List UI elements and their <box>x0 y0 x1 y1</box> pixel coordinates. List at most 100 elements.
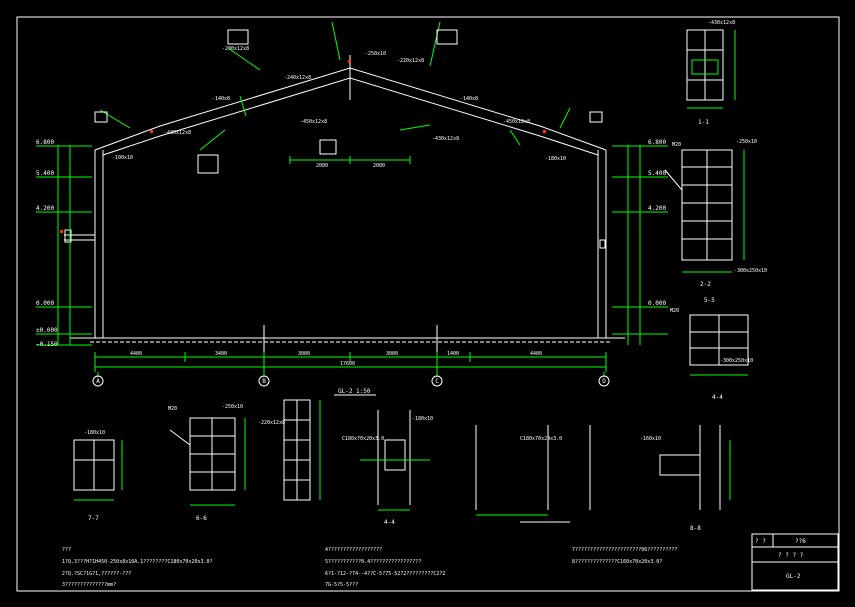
dim-label: 3000 <box>386 351 398 357</box>
section-label: 8-8 <box>690 525 701 532</box>
overall-dim-label: 17600 <box>340 361 355 367</box>
steel-label: M20 <box>672 142 681 148</box>
detail-callouts <box>94 29 603 174</box>
horizontal-dimensions <box>94 156 607 377</box>
bottom-section-labels: 4-4 8-8 <box>384 519 701 532</box>
note-line: 2?Q.?SC?1G?1,??????-??? <box>62 571 131 577</box>
title-block-label: ? ? <box>755 538 766 545</box>
portal-frame <box>64 55 625 355</box>
elevation-label: 5.400 <box>36 170 54 177</box>
frame-annotations: -430x12x8 -430x12x8 -250x10 -200x12x8 -2… <box>112 46 566 162</box>
bottom-dimension-text: 4400 3400 3000 3000 1400 4400 17600 2000… <box>130 163 542 367</box>
elevation-label: 0.000 <box>36 300 54 307</box>
notes-block: ??? 1?Q.3???H?1H450-250x8x10A.1????????C… <box>62 547 677 588</box>
steel-label: -250x10 <box>222 404 243 410</box>
detail-5-5: M20 -300x250x10 4-4 5-5 <box>670 297 753 401</box>
axis-bubbles <box>92 375 610 387</box>
section-label: 2-2 <box>700 281 711 288</box>
note-line: 6?1-?12-?74--4??C-5?75-52?2?????????C2?2 <box>325 571 445 577</box>
axis-label: A <box>96 378 100 385</box>
note-line: 1?Q.3???H?1H450-250x8x10A.1????????C180x… <box>62 559 213 565</box>
elevation-label: 0.000 <box>648 300 666 307</box>
detail-7-7: -180x10 7-7 <box>73 430 123 522</box>
elevations-left: 6.800 5.400 4.200 0.000 ±0.000 -0.150 <box>36 139 58 348</box>
axis-bubble <box>92 375 104 387</box>
steel-label: C180x70x20x3.0 <box>520 436 562 442</box>
note-line: 4?????????????????? <box>325 547 382 553</box>
leader-lines <box>99 21 571 151</box>
elevation-label: 5.400 <box>648 170 666 177</box>
dim-label: 4400 <box>530 351 542 357</box>
steel-label: M20 <box>670 308 679 314</box>
dim-label: 2000 <box>373 163 385 169</box>
elevation-label: 6.800 <box>648 139 666 146</box>
steel-label: -220x12x8 <box>397 58 424 64</box>
steel-label: -180x10 <box>84 430 105 436</box>
steel-label: -430x12x8 <box>708 20 735 26</box>
steel-label: -450x12x8 <box>300 119 327 125</box>
steel-label: -250x10 <box>736 139 757 145</box>
dim-label: 2000 <box>316 163 328 169</box>
steel-label: -140x8 <box>212 96 230 102</box>
detail-2-2: M20 -250x10 -300x250x10 2-2 <box>664 139 767 288</box>
section-label: 1-1 <box>698 119 709 126</box>
detail-6-6: M20 -250x10 6-6 <box>168 404 246 522</box>
elevation-label: 4.200 <box>648 205 666 212</box>
steel-label: -200x12x8 <box>222 46 249 52</box>
title-block-label: ? ? ? ? <box>778 552 804 559</box>
section-label: 6-6 <box>196 515 207 522</box>
section-label: 5-5 <box>704 297 715 304</box>
steel-label: -220x12x8 <box>258 420 285 426</box>
steel-label: -140x8 <box>460 96 478 102</box>
note-line: ??? <box>62 547 71 553</box>
elevation-label: ±0.000 <box>36 327 58 334</box>
title-block <box>751 533 839 591</box>
axis-bubble <box>598 375 610 387</box>
detail-b-b: C180x70x20x3.0 -160x10 <box>475 425 731 523</box>
title-block-text: ? ? ??6 ? ? ? ? GL-2 <box>755 538 806 580</box>
steel-label: -180x10 <box>545 156 566 162</box>
section-label: 7-7 <box>88 515 99 522</box>
steel-label: C180x70x20x3.0 <box>342 436 384 442</box>
dim-label: 3400 <box>215 351 227 357</box>
note-line: 5???????????0.4????????????????? <box>325 559 421 565</box>
axis-bubble <box>431 375 443 387</box>
steel-label: -100x10 <box>112 155 133 161</box>
steel-label: -430x12x8 <box>432 136 459 142</box>
section-label: 4-4 <box>712 394 723 401</box>
main-drawing-title: GL-2 1:50 <box>338 388 371 395</box>
axis-letters: A B C D <box>96 378 606 385</box>
steel-label: -300x250x10 <box>720 358 753 364</box>
steel-label: -450x12x8 <box>503 119 530 125</box>
accent-marks <box>60 60 546 233</box>
steel-label: -430x12x8 <box>164 130 191 136</box>
dim-label: 3000 <box>298 351 310 357</box>
elevation-label: -0.150 <box>36 341 58 348</box>
note-line: 7G-5?5-5??? <box>325 582 358 588</box>
section-label: 4-4 <box>384 519 395 526</box>
steel-label: -180x10 <box>412 416 433 422</box>
axis-label: B <box>262 378 266 385</box>
elevation-label: 6.800 <box>36 139 54 146</box>
dim-label: 1400 <box>447 351 459 357</box>
detail-1-1: -430x12x8 1-1 <box>686 20 736 126</box>
title-block-label: ??6 <box>795 538 806 545</box>
steel-label: -250x10 <box>365 51 386 57</box>
elevations-right: 6.800 5.400 4.200 0.000 <box>648 139 666 307</box>
note-line: 8??????????????C160x70x20x3.0? <box>572 559 662 565</box>
detail-9-9: -220x12x8 <box>258 399 321 501</box>
steel-label: -300x250x10 <box>734 268 767 274</box>
detail-a-a: -180x10 C180x70x20x3.0 <box>342 410 433 511</box>
note-line: 3??????????????mm? <box>62 582 116 588</box>
steel-label: M20 <box>168 406 177 412</box>
axis-label: C <box>435 378 439 385</box>
note-line: 7??????????????????????06?????????? <box>572 547 677 553</box>
steel-label: -240x12x8 <box>284 75 311 81</box>
vertical-dimensions <box>36 145 668 346</box>
dim-label: 4400 <box>130 351 142 357</box>
axis-label: D <box>602 378 606 385</box>
drawing-border <box>16 16 840 592</box>
axis-bubble <box>258 375 270 387</box>
drawing-number: GL-2 <box>786 573 801 580</box>
